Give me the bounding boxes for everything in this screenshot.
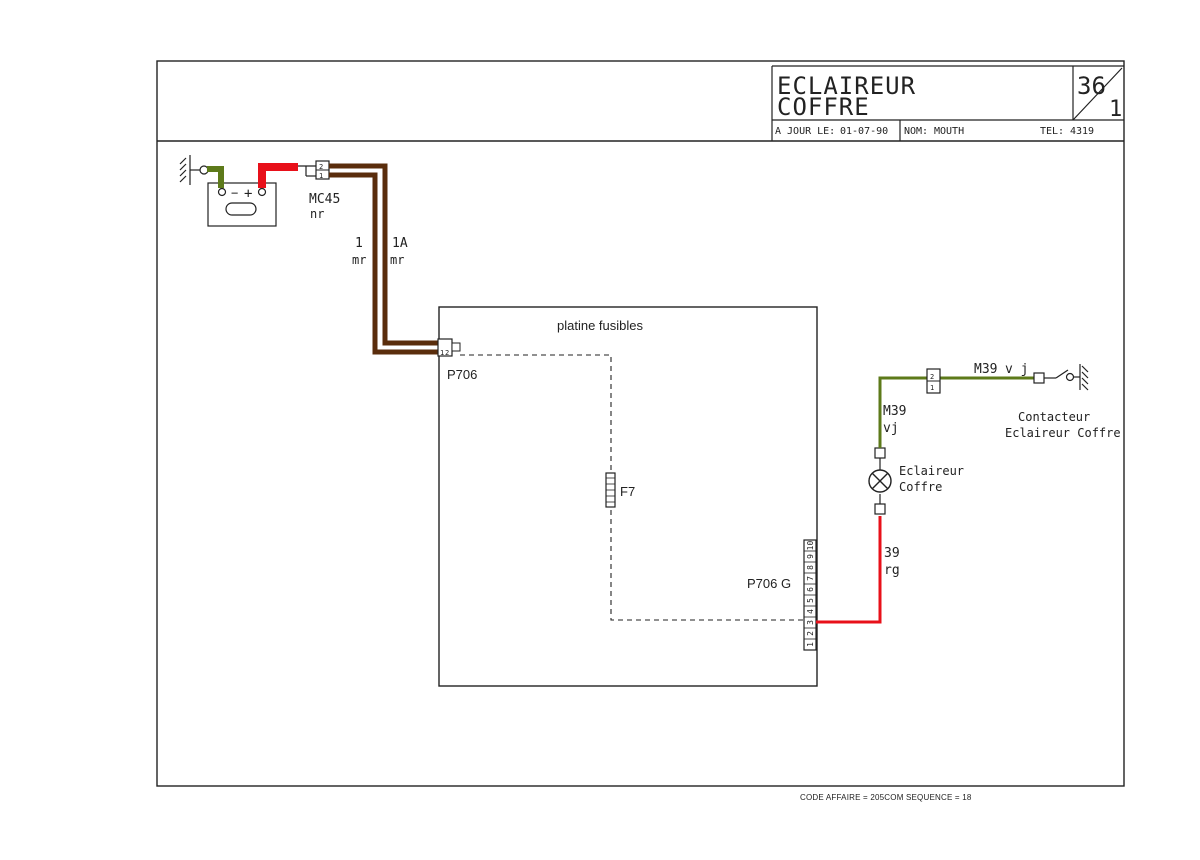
wire-1a	[329, 163, 438, 346]
battery-ground-lead	[207, 166, 224, 188]
p706g-pin-8: 8	[806, 565, 815, 570]
sheet-number: 36	[1077, 72, 1106, 100]
fuse-board	[438, 306, 818, 687]
p706g-pin-3: 3	[806, 620, 815, 625]
mc45-name: MC45	[309, 192, 340, 207]
p706g-pin-6: 6	[806, 587, 815, 592]
mc45-color: nr	[310, 207, 324, 221]
wire-1a-color: mr	[390, 253, 404, 267]
battery-positive-lead	[258, 163, 298, 188]
date-label: A JOUR LE:	[775, 126, 835, 137]
name-label: NOM:	[904, 126, 928, 137]
p706-label: P706	[447, 367, 477, 382]
mc45-pin-1: 1	[319, 172, 323, 180]
sheet-frame	[156, 60, 1125, 787]
date-value: 01-07-90	[840, 126, 888, 137]
wire-m39	[878, 376, 927, 448]
m39-pin-2: 2	[930, 373, 934, 381]
p706g-pin-2: 2	[806, 631, 815, 636]
p706-pin-2: 2	[445, 349, 449, 357]
wire-1a-id: 1A	[392, 236, 408, 251]
m39-pin-1: 1	[930, 384, 934, 392]
p706-pin-1: 1	[440, 349, 444, 357]
wire-m39-vert-color: vj	[883, 421, 899, 436]
sheet-sub: 1	[1109, 97, 1122, 122]
connector-mc45: 1 2 MC45 nr	[309, 160, 340, 221]
p706g-label: P706 G	[747, 576, 791, 591]
wire-1-color: mr	[352, 253, 366, 267]
wire-39-color: rg	[884, 563, 900, 578]
connector-p706g: 1 2 3 4 5 6 7 8 9 10 P706 G	[747, 539, 817, 651]
p706g-pin-5: 5	[806, 598, 815, 603]
connector-m39: 1 2	[926, 368, 941, 394]
lamp-label-line1: Eclaireur	[899, 464, 964, 478]
p706g-pin-7: 7	[806, 576, 815, 581]
switch-label-line2: Eclaireur Coffre	[1005, 426, 1121, 440]
battery-minus: −	[231, 186, 238, 200]
title-line2: COFFRE	[777, 93, 870, 121]
wire-1-id: 1	[355, 236, 363, 251]
battery-plus: +	[244, 186, 252, 202]
switch-label-line1: Contacteur	[1018, 410, 1090, 424]
p706g-pin-4: 4	[806, 609, 815, 614]
title-line1: ECLAIREUR	[777, 72, 916, 100]
ground-icon	[179, 155, 209, 185]
title-block: ECLAIREUR COFFRE 36 1 A JOUR LE: 01-07-9…	[771, 65, 1124, 141]
f7-label: F7	[620, 484, 635, 499]
footer-code: CODE AFFAIRE = 205COM SEQUENCE = 18	[800, 793, 972, 802]
wire-m39-top-id: M39	[974, 362, 997, 377]
battery-icon: − +	[207, 182, 277, 227]
wire-39	[816, 516, 882, 624]
lamp-label-line2: Coffre	[899, 480, 942, 494]
switch-icon	[1033, 364, 1089, 391]
wire-m39-vert-id: M39	[883, 404, 906, 419]
fuse-f7: F7	[605, 472, 635, 508]
connector-p706: 1 2 P706	[437, 338, 477, 382]
lamp-icon	[868, 447, 892, 515]
tel-value: 4319	[1070, 126, 1094, 137]
p706g-pin-9: 9	[806, 554, 815, 559]
wire-1	[329, 172, 438, 355]
tel-label: TEL:	[1040, 126, 1064, 137]
p706g-pin-10: 10	[806, 541, 815, 551]
p706g-pin-1: 1	[806, 642, 815, 647]
wire-m39-top-color: v j	[1005, 362, 1028, 377]
fuse-board-label: platine fusibles	[557, 318, 643, 333]
wire-39-id: 39	[884, 546, 900, 561]
name-value: MOUTH	[934, 126, 964, 137]
mc45-pin-2: 2	[319, 163, 323, 171]
